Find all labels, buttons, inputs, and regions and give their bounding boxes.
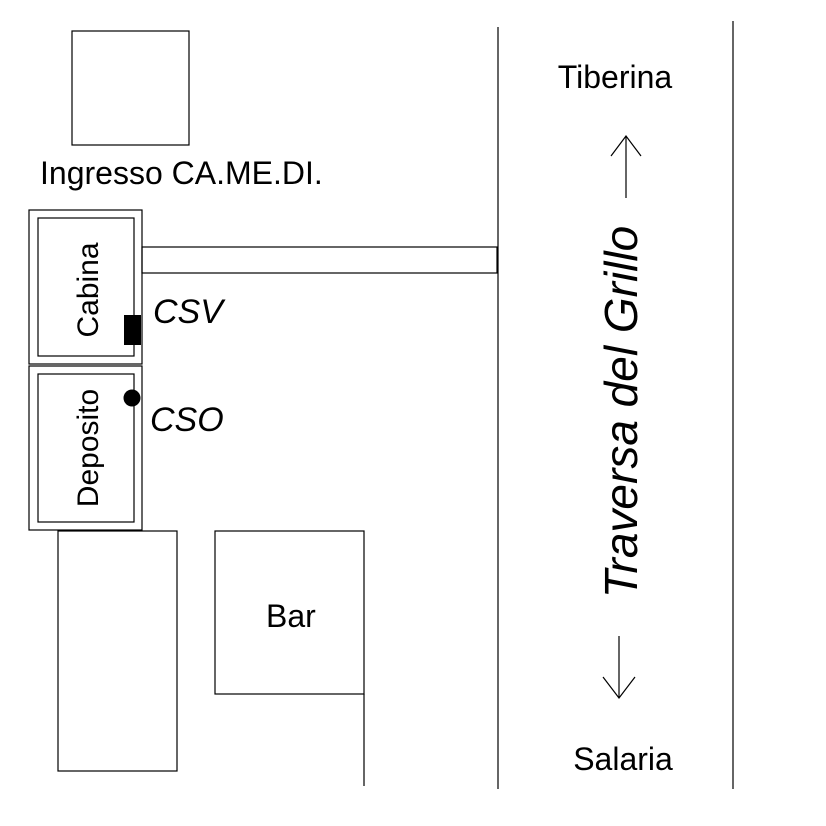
deposito-building xyxy=(28,365,143,531)
csv-label: CSV xyxy=(153,293,226,331)
arrow-down-icon xyxy=(602,636,636,699)
entrance-label: Ingresso CA.ME.DI. xyxy=(40,155,323,191)
connector-strip xyxy=(141,246,498,274)
lower-left-building xyxy=(57,530,178,772)
cabina-room xyxy=(37,217,135,357)
entrance-box xyxy=(71,30,190,146)
cabina-building xyxy=(28,209,143,365)
bar-label: Bar xyxy=(266,598,316,634)
bar-building xyxy=(214,530,365,695)
south-destination-label: Salaria xyxy=(573,741,673,777)
deposito-label: Deposito xyxy=(72,389,105,507)
arrow-up-icon xyxy=(610,135,642,198)
north-destination-label: Tiberina xyxy=(558,59,673,95)
cso-marker xyxy=(123,389,141,407)
cabina-label: Cabina xyxy=(72,242,105,337)
deposito-room xyxy=(37,373,135,523)
street-name-label: Traversa del Grillo xyxy=(595,226,647,598)
csv-marker xyxy=(124,315,141,345)
cso-label: CSO xyxy=(150,401,224,439)
